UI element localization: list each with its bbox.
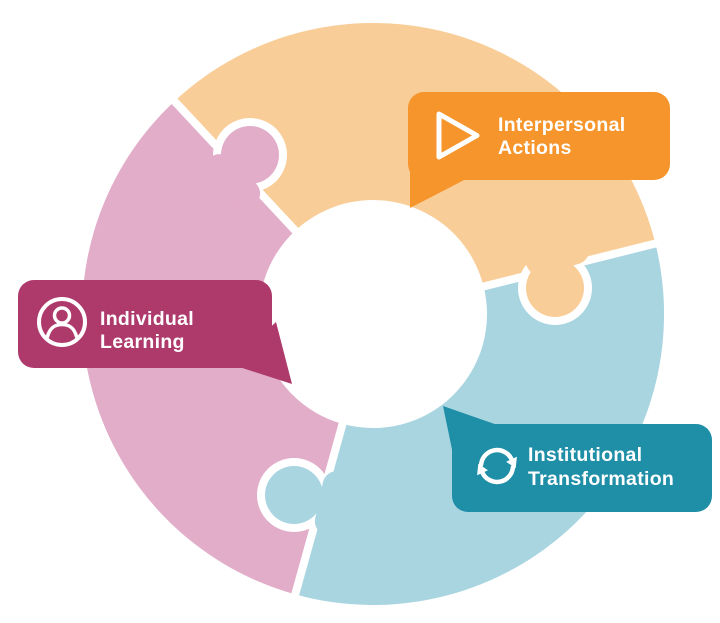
knob-neck: [205, 154, 261, 208]
knob-blue-into-pink: [257, 458, 351, 536]
callout-box: [408, 92, 670, 180]
knob-tab: [526, 259, 584, 317]
knob-orange-into-blue: [518, 236, 592, 325]
play-icon: [436, 111, 480, 160]
cycle-icon: [477, 447, 517, 485]
callout-label-line1: Institutional: [528, 444, 642, 466]
knob-neck: [314, 471, 351, 536]
callout-label-line1: Interpersonal: [498, 114, 625, 136]
callout-label-line2: Learning: [100, 331, 185, 353]
knob-neck: [525, 236, 590, 276]
knob-pink-into-orange: [205, 118, 287, 208]
callout-box: [452, 424, 712, 512]
callout-label-line2: Actions: [498, 137, 572, 159]
callout-individual-learning: Individual Learning: [18, 280, 292, 384]
callout-label-line1: Individual: [100, 308, 194, 330]
callout-institutional-transformation: Institutional Transformation: [443, 406, 712, 512]
knob-tab: [265, 466, 323, 524]
callout-interpersonal-actions: Interpersonal Actions: [408, 92, 670, 208]
callout-box: [18, 280, 272, 368]
person-icon: [37, 297, 87, 347]
knob-tab: [221, 126, 279, 184]
callout-label-line2: Transformation: [528, 468, 674, 490]
